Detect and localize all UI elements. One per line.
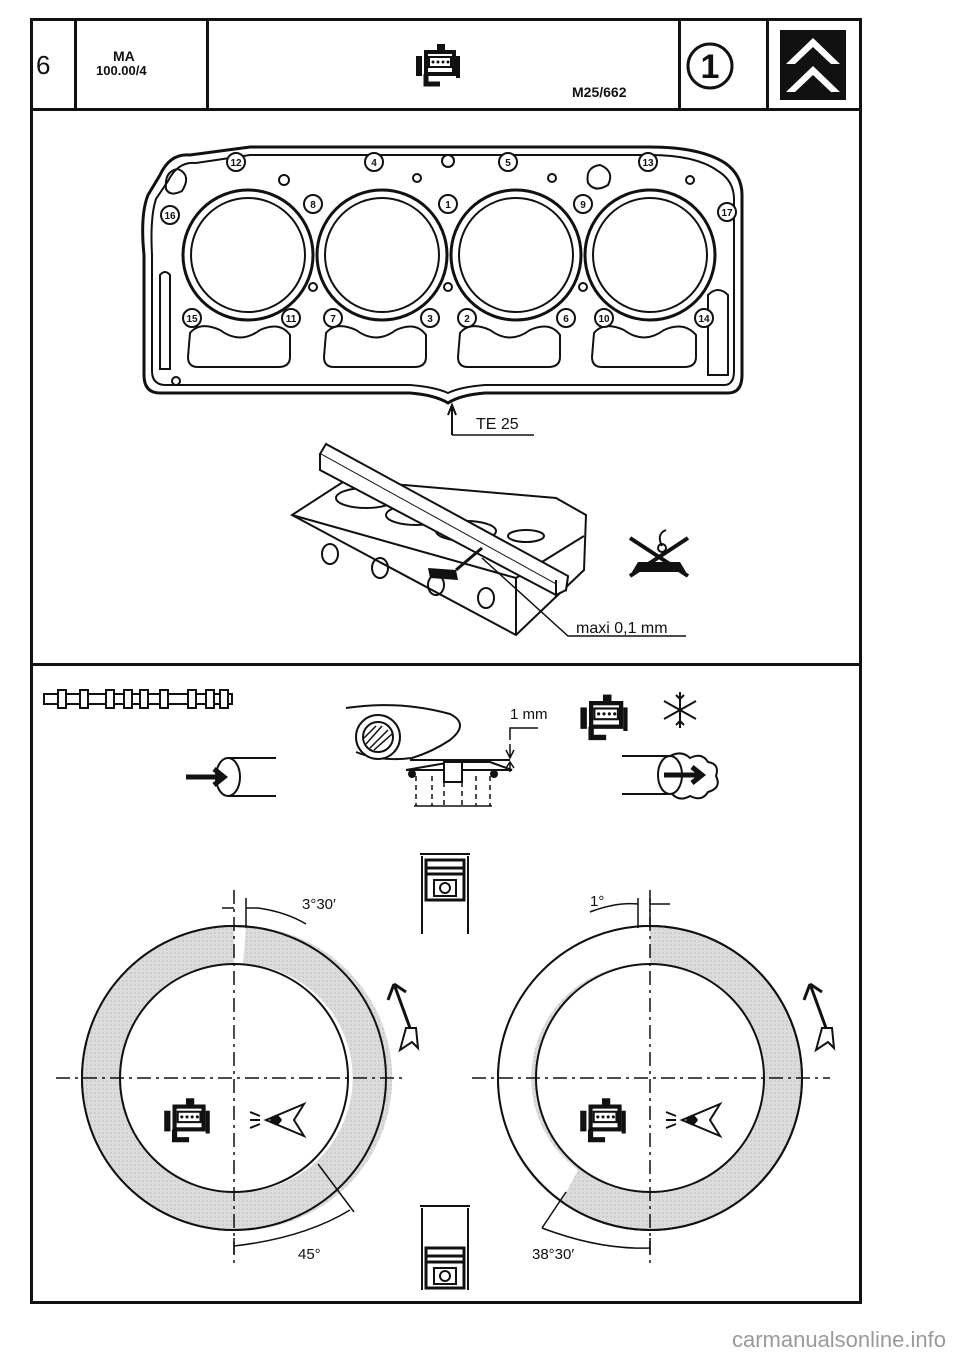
head-gasket-diagram: 1 2 3 4 5 6 7 8 9 10 11 12 13 14 15 16 1… xyxy=(141,145,744,435)
bolt-label: 5 xyxy=(505,158,511,169)
section-divider xyxy=(30,663,862,666)
inlet-timing-diagram xyxy=(56,890,420,1264)
page-frame xyxy=(30,18,862,1304)
flatness-tolerance: maxi 0,1 mm xyxy=(576,620,668,637)
bolt-label: 17 xyxy=(721,208,733,219)
exhaust-close-angle: 38°30′ xyxy=(532,1246,575,1263)
bolt-label: 10 xyxy=(598,314,610,325)
bolt-label: 9 xyxy=(580,200,586,211)
header-divider xyxy=(206,18,209,111)
eye-view-icon xyxy=(665,1101,723,1139)
bolt-label: 13 xyxy=(642,158,654,169)
piston-tdc-icon xyxy=(420,853,470,934)
page-number: 6 xyxy=(36,50,51,80)
cylinder-inlet-icon xyxy=(186,757,276,797)
watermark: carmanualsonline.info xyxy=(731,1327,946,1352)
camshaft-icon xyxy=(43,689,233,709)
cylinder-exhaust-icon xyxy=(622,752,719,800)
exhaust-timing-diagram xyxy=(472,890,836,1264)
bolt-label: 3 xyxy=(427,314,433,325)
bolt-label: 7 xyxy=(330,314,336,325)
piston-bdc-icon xyxy=(420,1205,470,1290)
snowflake-icon xyxy=(663,692,697,728)
header-divider xyxy=(766,18,769,111)
step-number: 1 xyxy=(701,48,720,86)
bolt-label: 2 xyxy=(464,314,470,325)
header-divider xyxy=(678,18,681,111)
engine-icon xyxy=(164,1098,210,1143)
bolt-label: 16 xyxy=(164,211,176,222)
bolt-label: 1 xyxy=(445,200,451,211)
doc-ref: 100.00/4 xyxy=(96,63,147,78)
valve-clearance-value: 1 mm xyxy=(510,706,548,723)
eye-view-icon xyxy=(249,1101,307,1139)
engine-icon xyxy=(580,694,628,741)
engine-icon xyxy=(580,1098,626,1143)
brand-logo xyxy=(780,30,846,100)
bolt-label: 6 xyxy=(563,314,569,325)
bolt-label: 14 xyxy=(698,314,710,325)
te25-leader xyxy=(452,434,534,436)
engine-code: M25/662 xyxy=(572,84,627,100)
bolt-label: 15 xyxy=(186,314,198,325)
inlet-open-angle: 3°30′ xyxy=(302,896,336,913)
bolt-label: 11 xyxy=(286,314,297,325)
step-badge: 1 xyxy=(686,42,734,90)
gasket-reference: TE 25 xyxy=(476,416,519,433)
header-divider xyxy=(74,18,77,111)
bolt-label: 8 xyxy=(310,200,316,211)
inlet-close-angle: 45° xyxy=(298,1246,321,1263)
no-grinding-icon xyxy=(628,529,690,578)
exhaust-open-angle: 1° xyxy=(590,893,605,910)
doc-code: MA xyxy=(113,48,135,64)
flatness-check-diagram xyxy=(290,442,686,637)
bolt-label: 12 xyxy=(230,158,242,169)
bolt-label: 4 xyxy=(371,158,377,169)
engine-icon xyxy=(416,44,460,87)
valve-clearance-diagram xyxy=(345,704,538,807)
header-bar xyxy=(30,18,862,111)
